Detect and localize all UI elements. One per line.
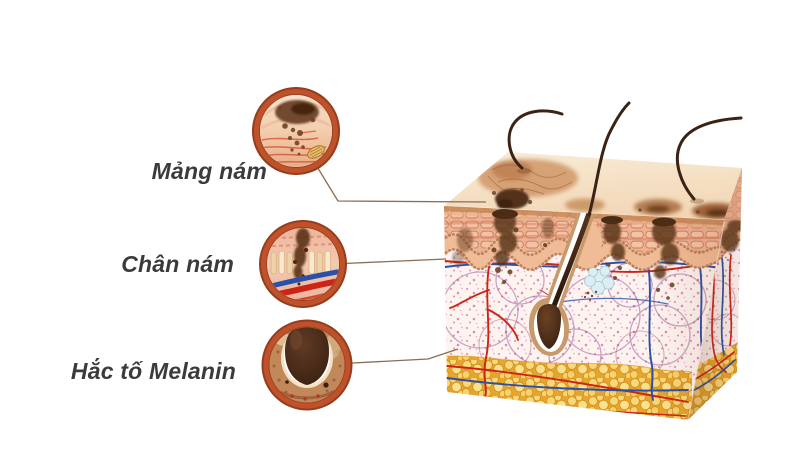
label-mang-nam: Mảng nám <box>151 158 267 184</box>
leader-lines <box>315 164 487 365</box>
melanin-follicle-zoom <box>269 327 345 403</box>
leader-mang-nam <box>315 164 487 203</box>
hair-follicle <box>528 206 615 356</box>
mitochondria-cell <box>307 145 325 159</box>
hair-left <box>507 109 564 170</box>
cell-columns <box>270 250 331 275</box>
label-chan-nam: Chân nám <box>121 251 234 277</box>
leader-chan-nam <box>331 258 447 265</box>
hairs <box>507 101 743 217</box>
callout-mang-nam <box>252 87 340 175</box>
melasma-patch-zoom <box>260 95 332 167</box>
melasma-root-zoom <box>267 228 339 300</box>
melasma-dark-spot <box>495 189 529 209</box>
label-hac-to-melanin: Hắc tố Melanin <box>70 358 236 384</box>
skin-block <box>444 101 743 420</box>
sebaceous-gland <box>584 265 615 295</box>
callout-chan-nam <box>259 220 347 308</box>
hair-right <box>675 116 743 201</box>
hair-center <box>587 101 631 217</box>
callout-hac-to-melanin <box>261 319 353 411</box>
skin-front-face <box>444 206 724 420</box>
leader-hac-to-melanin <box>333 348 459 365</box>
